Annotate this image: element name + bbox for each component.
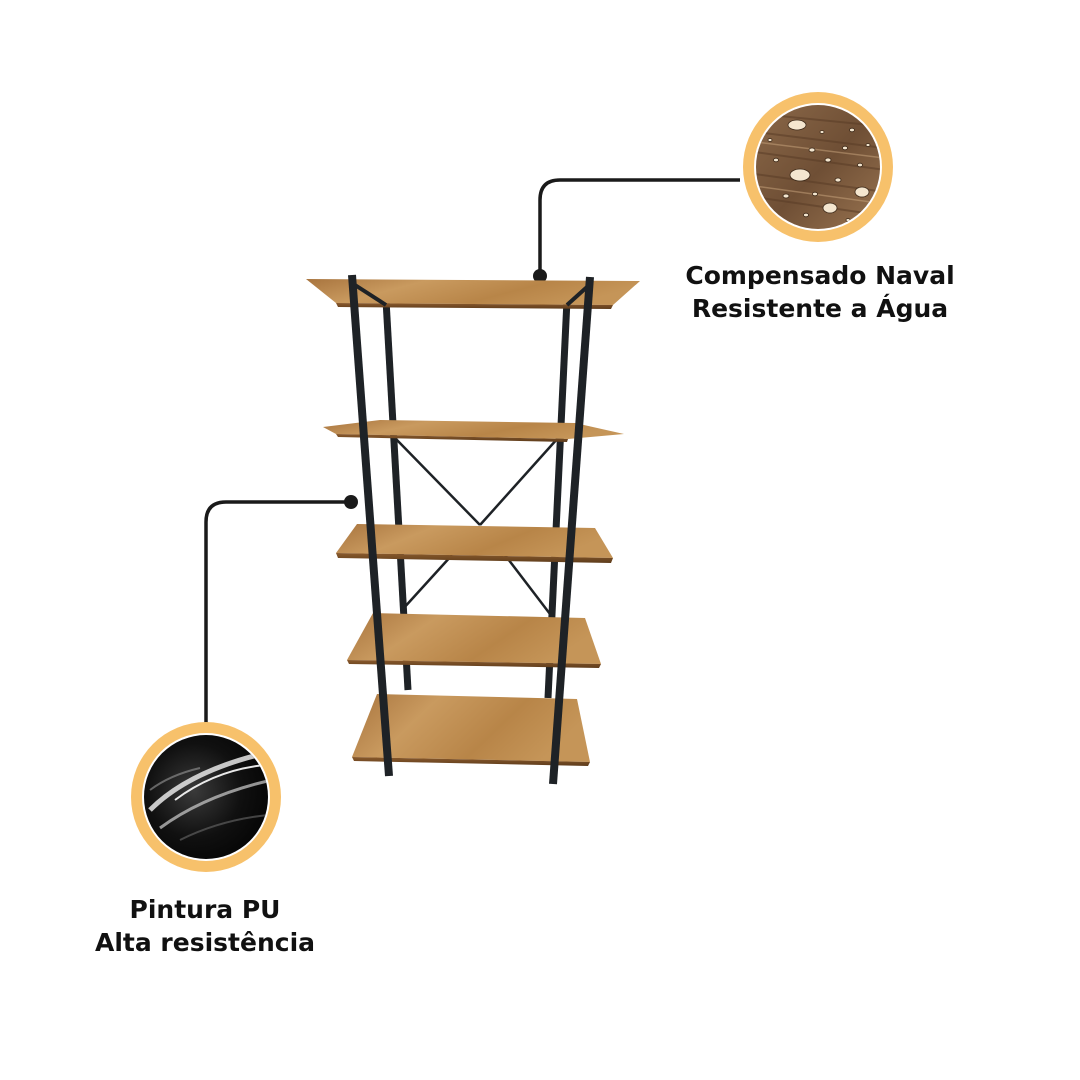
caption-top-line1: Compensado Naval bbox=[685, 261, 955, 290]
shelf-unit bbox=[306, 274, 640, 785]
shelf-5 bbox=[352, 694, 590, 766]
shelf-4 bbox=[347, 613, 601, 668]
callout-caption-bottom: Pintura PU Alta resistência bbox=[60, 893, 350, 959]
shelf-1 bbox=[306, 279, 640, 309]
leader-dot-bottom bbox=[344, 495, 358, 509]
caption-bottom-line1: Pintura PU bbox=[129, 895, 281, 924]
caption-top-line2: Resistente a Água bbox=[691, 294, 949, 323]
caption-bottom-line2: Alta resistência bbox=[94, 928, 316, 957]
shelf-2 bbox=[323, 420, 624, 442]
leader-line-bottom bbox=[204, 500, 346, 730]
shelf-3 bbox=[336, 524, 613, 563]
glossy-black-paint-icon bbox=[131, 722, 281, 872]
water-drops-on-wood-icon bbox=[743, 92, 893, 242]
leader-line-top bbox=[538, 178, 740, 272]
callout-caption-top: Compensado Naval Resistente a Água bbox=[660, 259, 980, 325]
leader-dot-top bbox=[533, 269, 547, 283]
